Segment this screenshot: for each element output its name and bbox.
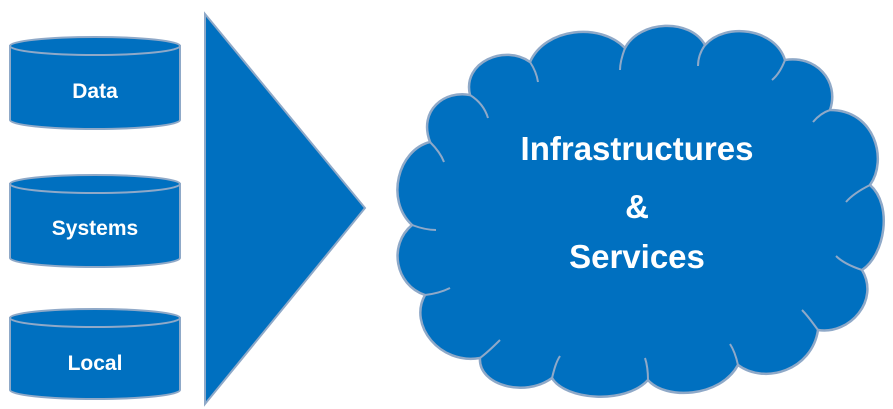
cloud-title-line-1: Infrastructures [521,130,754,167]
cloud-title-line-3: Services [569,238,705,275]
cloud-shape: Infrastructures & Services [396,24,885,398]
data-label: Data [72,80,118,103]
cloud-title-line-2: & [625,188,649,225]
data-cylinder: Data [9,36,181,130]
local-cylinder: Local [9,308,181,400]
flow-arrow-triangle [204,11,367,407]
systems-label: Systems [52,217,138,240]
systems-cylinder: Systems [9,174,181,268]
local-label: Local [68,352,123,375]
